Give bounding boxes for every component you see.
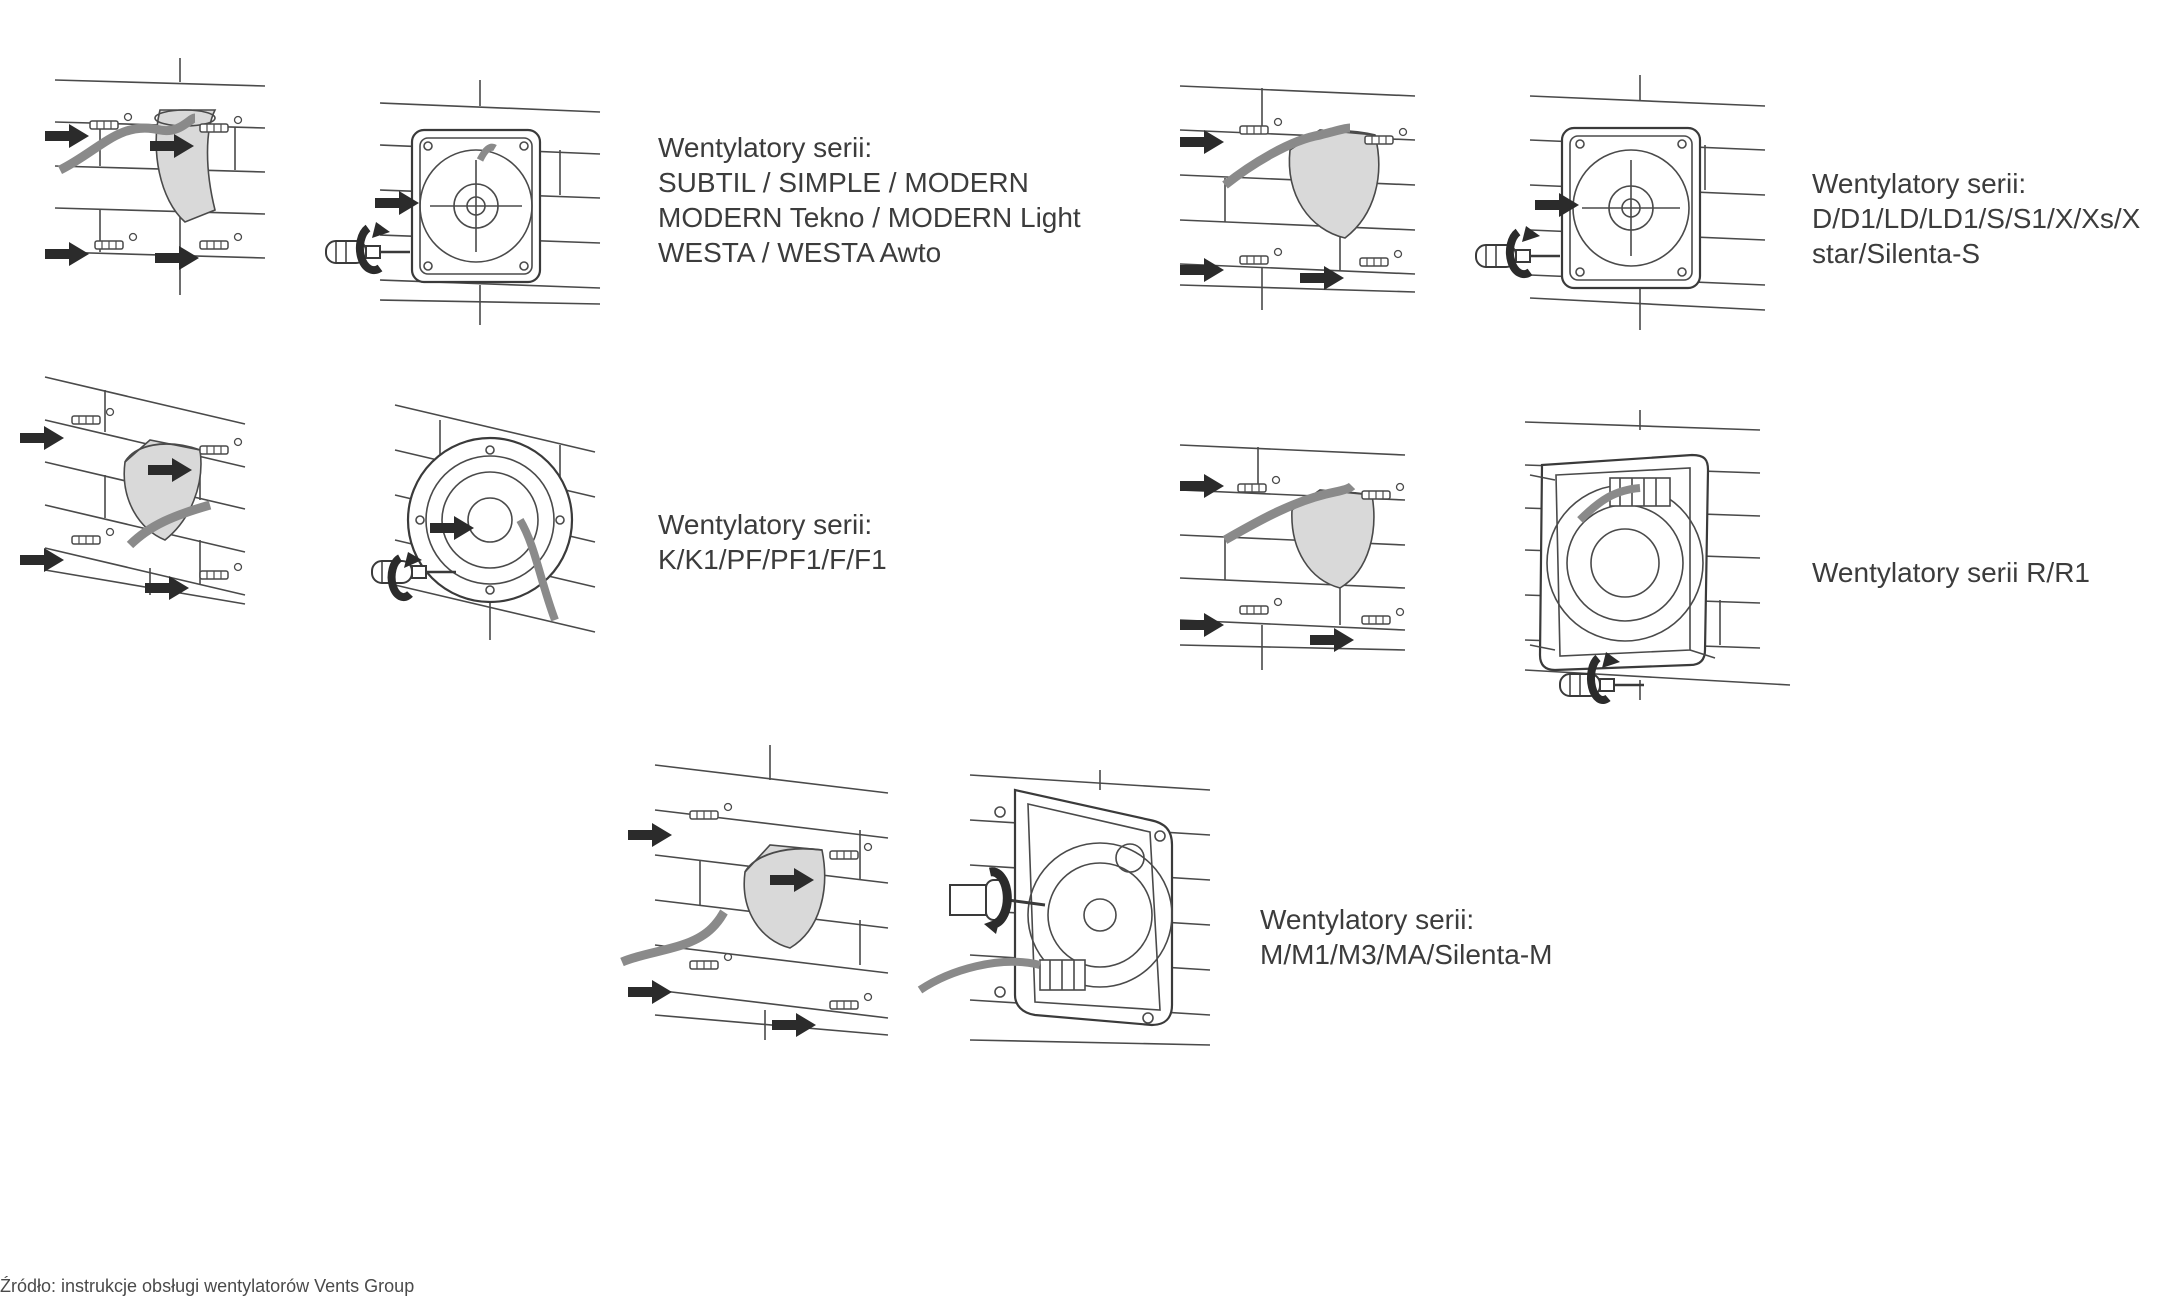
caption-subtil: Wentylatory serii: SUBTIL / SIMPLE / MOD… <box>658 130 1081 270</box>
caption-line: Wentylatory serii R/R1 <box>1812 557 2091 588</box>
d-wall-tube-illustration <box>1179 85 1416 310</box>
caption-line: D/D1/LD/LD1/S/S1/X/Xs/X <box>1812 203 2141 234</box>
k-wall-tube-illustration <box>44 376 246 605</box>
caption-line: star/Silenta-S <box>1812 238 1981 269</box>
caption-line: Wentylatory serii: <box>658 509 873 540</box>
caption-line: WESTA / WESTA Awto <box>658 237 942 268</box>
caption-line: Wentylatory serii: <box>1260 904 1475 935</box>
r-fan-mounted-illustration <box>1524 410 1791 700</box>
caption-d: Wentylatory serii: D/D1/LD/LD1/S/S1/X/Xs… <box>1812 166 2140 271</box>
caption-line: Wentylatory serii: <box>1812 168 2027 199</box>
m-fan-mounted-illustration <box>917 770 1211 1046</box>
caption-line: SUBTIL / SIMPLE / MODERN <box>658 167 1029 198</box>
m-wall-tube-illustration <box>620 745 889 1040</box>
caption-r: Wentylatory serii R/R1 <box>1812 555 2090 590</box>
source-note: Źródło: instrukcje obsługi wentylatorów … <box>0 1276 415 1296</box>
caption-line: M/M1/M3/MA/Silenta-M <box>1260 939 1553 970</box>
k-fan-mounted-illustration <box>394 404 596 640</box>
caption-line: MODERN Tekno / MODERN Light <box>658 202 1081 233</box>
caption-m: Wentylatory serii: M/M1/M3/MA/Silenta-M <box>1260 902 1553 972</box>
r-wall-tube-illustration <box>1179 444 1406 670</box>
caption-line: Wentylatory serii: <box>658 132 873 163</box>
caption-k: Wentylatory serii: K/K1/PF/PF1/F/F1 <box>658 507 887 577</box>
subtil-fan-mounted-illustration <box>379 80 601 325</box>
caption-line: K/K1/PF/PF1/F/F1 <box>658 544 887 575</box>
